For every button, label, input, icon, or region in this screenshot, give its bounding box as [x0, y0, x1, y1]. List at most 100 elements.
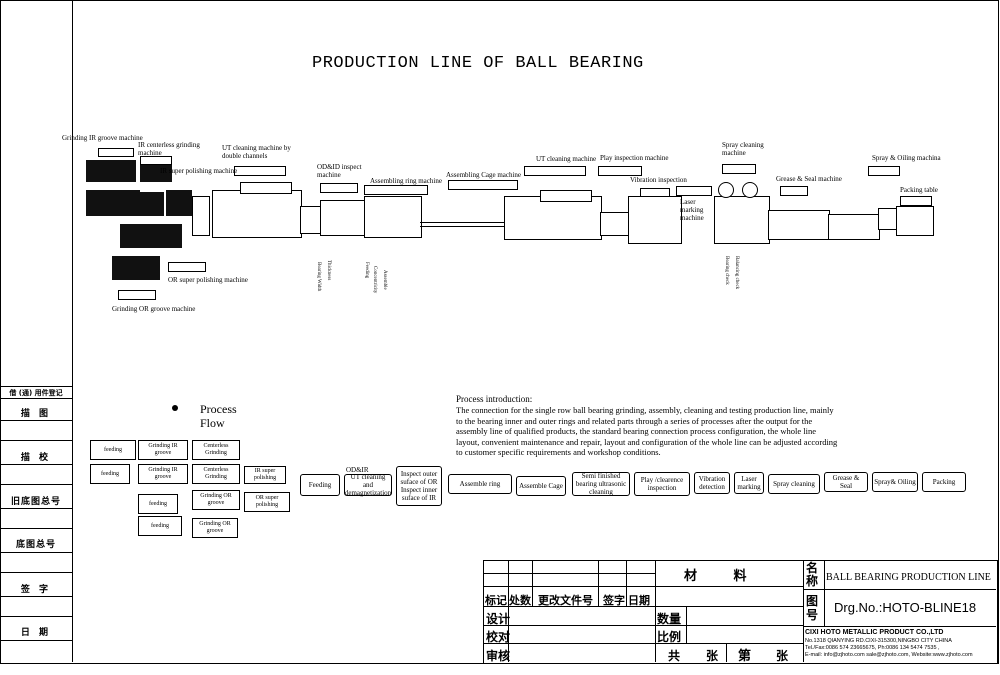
tb-phone: Tel./Fax:0086 574 23665675, Ph:0086 134 …: [805, 645, 940, 651]
flow-box: Grinding OR groove: [192, 490, 240, 510]
flow-step-spray: Spray cleaning: [768, 474, 820, 494]
flow-box: Grinding IR groove: [138, 440, 188, 460]
flow-step-packing: Packing: [922, 472, 966, 492]
side-cell-signature: 签 字: [20, 585, 52, 595]
ir-super-polishing-unit: [192, 196, 210, 236]
grinding-ir-machine-3: [86, 190, 140, 216]
side-cell-trace-check: 描 校: [20, 453, 52, 463]
drawing-title: PRODUCTION LINE OF BALL BEARING: [312, 54, 644, 73]
od-id-inspect-unit: [300, 206, 322, 234]
flow-step-assemble-ring: Assemble ring: [448, 474, 512, 494]
label-grease-seal: Grease & Seal machine: [776, 175, 842, 183]
vertical-label: Bearing check: [724, 256, 729, 285]
label-grinding-or-groove: Grinding OR groove machine: [112, 305, 196, 313]
conveyor-1: [420, 222, 504, 223]
ut-cleaning-unit: [504, 196, 602, 240]
flow-step-semi-finished: Semi finished bearing ultrasonic cleanin…: [572, 472, 630, 496]
flow-step-play: Play /clearence inspection: [634, 472, 690, 496]
flow-step-grease: Grease & Seal: [824, 472, 868, 492]
conveyor-1b: [420, 226, 504, 227]
flow-step-vibration: Vibration detection: [694, 472, 730, 494]
label-box: [448, 180, 518, 190]
label-or-super-polishing: OR super polishing machine: [168, 276, 248, 284]
flow-step-odir: OD&IR: [346, 466, 369, 474]
label-box: [868, 166, 900, 176]
label-box: [98, 148, 134, 157]
side-cell-old-drawing-no: 旧底图总号: [10, 497, 61, 507]
spray-cleaning-tank-2: [742, 182, 758, 198]
label-laser-marking: Laser marking machine: [680, 198, 704, 222]
process-flow-title: Process Flow: [200, 402, 237, 430]
grinding-ir-machine-2: [140, 162, 172, 182]
label-play-inspection: Play inspection machine: [600, 154, 669, 162]
flow-step-feeding: Feeding: [300, 474, 340, 496]
label-box: [234, 166, 286, 176]
tb-change-doc: 更改文件号: [538, 594, 593, 607]
process-flow-bullet: [172, 405, 178, 411]
process-intro-body: The connection for the single row ball b…: [456, 405, 838, 457]
label-box: [676, 186, 712, 196]
grease-seal-unit: [768, 210, 830, 240]
tb-company: CIXI HOTO METALLIC PRODUCT CO.,LTD: [805, 629, 944, 636]
tb-sheets: 张: [706, 649, 719, 663]
flow-box: Centerless Grinding: [192, 440, 240, 460]
tb-sheet-no: 第: [738, 649, 752, 664]
grinding-or-machine-2: [112, 256, 160, 280]
tb-quantity: 数量: [657, 612, 682, 626]
label-assembling-ring: Assembling ring machine: [370, 177, 442, 185]
label-box: [168, 262, 206, 272]
grease-seal-unit-2: [828, 214, 880, 240]
side-cell-drawing-no: 底图总号: [15, 540, 56, 550]
label-assembling-cage: Assembling Cage machine: [446, 171, 522, 179]
tb-drawing-label: 图号: [806, 594, 819, 622]
flow-box: IR super polishing: [244, 466, 286, 484]
label-vibration-inspection: Vibration inspection: [630, 176, 687, 184]
tb-name-value: BALL BEARING PRODUCTION LINE: [826, 572, 991, 583]
vertical-label: Feeding: [364, 262, 369, 279]
tb-date: 日期: [628, 594, 650, 607]
side-cell-trace: 描 图: [20, 409, 52, 419]
label-packing-table: Packing table: [900, 186, 938, 194]
side-panel-divider: [72, 0, 73, 662]
grinding-ir-machine-4: [134, 192, 164, 216]
label-spray-cleaning: Spray cleaning machine: [722, 141, 764, 157]
od-id-inspect-unit-2: [320, 200, 366, 236]
tb-material: 材 料: [684, 569, 763, 584]
grinding-ir-machine-1: [86, 160, 136, 182]
flow-box: feeding: [138, 494, 178, 514]
tb-check: 校对: [486, 630, 511, 644]
vertical-label: Balancing check: [734, 256, 739, 290]
tb-sheet: 张: [776, 649, 789, 663]
grinding-ir-machine-5: [166, 190, 192, 216]
flow-box: feeding: [90, 440, 136, 460]
ut-cleaning-double-unit: [212, 190, 302, 238]
label-ut-cleaning: UT cleaning machine: [536, 155, 597, 163]
flow-step-inspect: Inspect outer suface of OR Inspect inner…: [396, 466, 442, 506]
tb-name-label: 名称: [806, 561, 819, 588]
tb-review: 审核: [486, 649, 511, 663]
label-box: [780, 186, 808, 196]
process-intro-heading: Process introduction:: [456, 394, 533, 404]
tb-mark: 标记: [485, 594, 507, 607]
label-box: [722, 164, 756, 174]
label-ir-super-polishing: IR super polishing machine: [160, 167, 238, 175]
vibration-inspection-unit: [628, 196, 682, 244]
grinding-or-machine-1: [120, 224, 182, 248]
ut-cleaning-double-top: [240, 182, 292, 194]
flow-step-laser: Laser marking: [734, 472, 764, 494]
ut-cleaning-unit-top: [540, 190, 592, 202]
flow-box: Grinding IR groove: [138, 464, 188, 484]
label-ir-centerless: IR centerless grinding machine: [138, 141, 200, 157]
label-ut-cleaning-double: UT cleaning machine by double channels: [222, 144, 291, 160]
tb-email: E-mail: info@zjhoto.com sale@zjhoto.com,…: [805, 652, 973, 658]
flow-step-ut-cleaning: UT cleaning and demagnetization: [344, 473, 392, 497]
label-od-id-inspect: OD&ID inspect machine: [317, 163, 362, 179]
flow-step-assemble-cage: Assemble Cage: [516, 476, 566, 496]
label-box: [320, 183, 358, 193]
flow-box: Centerless Grinding: [192, 464, 240, 484]
spray-cleaning-unit: [714, 196, 770, 244]
label-box: [364, 185, 428, 195]
vertical-label: Bearing Width: [316, 262, 321, 292]
tb-scale: 比例: [657, 630, 682, 644]
label-box: [118, 290, 156, 300]
